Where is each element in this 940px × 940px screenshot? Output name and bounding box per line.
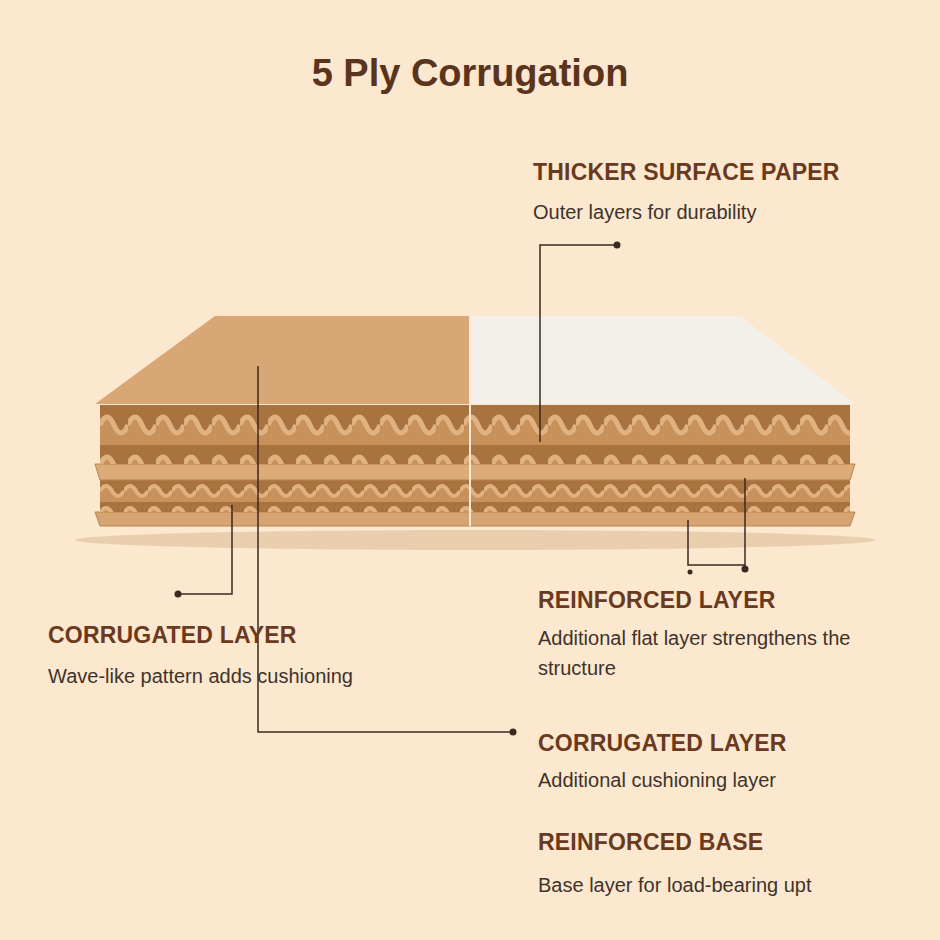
top-sheet-kraft	[95, 316, 470, 404]
middle-liner	[95, 464, 855, 480]
callout-heading: REINFORCED BASE	[538, 829, 918, 856]
base-sheet	[95, 512, 855, 526]
upper-flute	[100, 405, 850, 464]
top-sheet-white	[470, 316, 855, 404]
callout-text: Wave-like pattern adds cushioning	[48, 661, 488, 691]
leader-dots	[175, 242, 749, 736]
callout-text: Outer layers for durability	[533, 197, 923, 227]
callout-text: Additional flat layer strengthens the st…	[538, 623, 908, 683]
callout-heading: CORRUGATED LAYER	[48, 622, 468, 649]
leader-lines	[178, 245, 745, 732]
callout-heading: THICKER SURFACE PAPER	[533, 159, 923, 186]
title: 5 Ply Corrugation	[0, 52, 940, 95]
callout-heading: REINFORCED LAYER	[538, 587, 918, 614]
callout-text: Base layer for load-bearing upt	[538, 870, 918, 900]
callout-text: Additional cushioning layer	[538, 765, 918, 795]
callout-heading: CORRUGATED LAYER	[538, 730, 918, 757]
shadow	[75, 530, 875, 550]
lower-flute	[100, 480, 850, 512]
seam	[469, 316, 471, 526]
